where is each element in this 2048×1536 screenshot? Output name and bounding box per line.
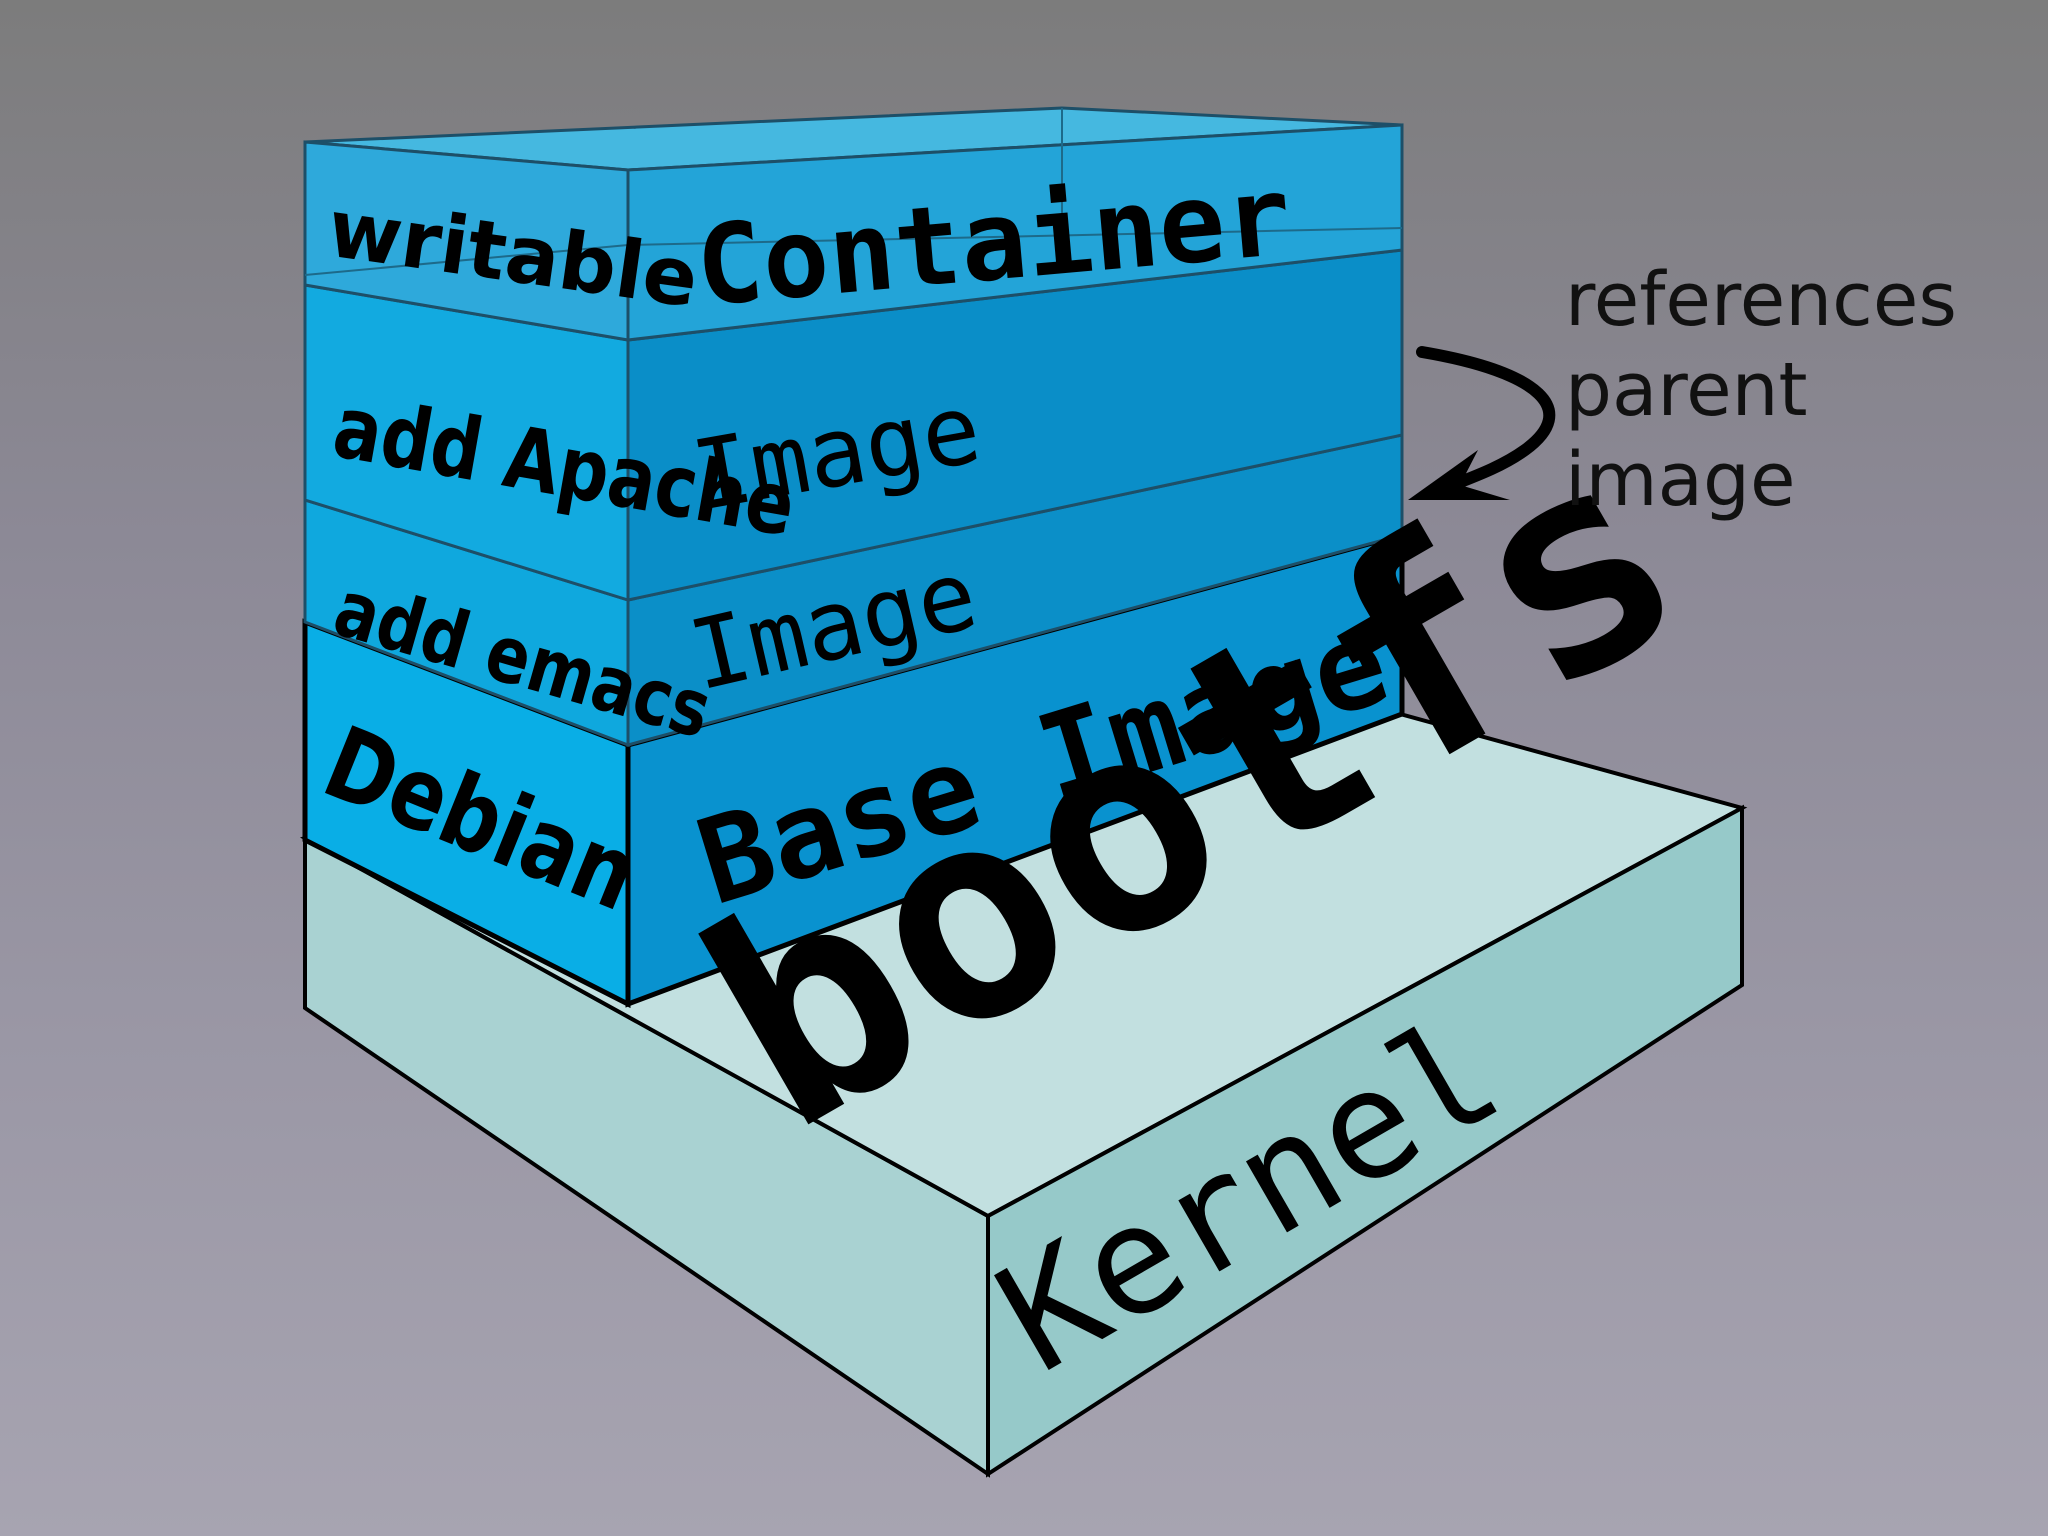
container-glass-line xyxy=(304,244,629,276)
container-front-face xyxy=(626,123,1404,342)
container-glass-line xyxy=(627,227,1403,246)
curved-arrow-icon xyxy=(1416,346,1556,496)
annotation-line-2: parent xyxy=(1565,347,1808,433)
arrow-head-icon xyxy=(1408,450,1510,500)
annotation-line-3: image xyxy=(1565,437,1796,523)
annotation-line-1: references xyxy=(1565,257,1957,343)
kernel-front-face xyxy=(986,804,1744,1478)
